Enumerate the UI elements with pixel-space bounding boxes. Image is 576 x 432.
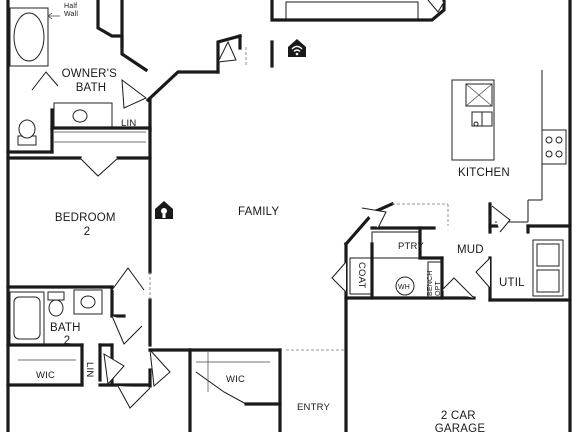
top-cabinets xyxy=(285,1,419,20)
kitchen-label: KITCHEN xyxy=(458,167,510,179)
washer-dryer xyxy=(532,239,564,297)
bath2-toilet xyxy=(47,291,65,317)
kitchen-counter xyxy=(495,70,567,223)
owners-bath-label: OWNER'S BATH xyxy=(62,68,121,94)
family-label: FAMILY xyxy=(238,206,279,218)
kitchen-island xyxy=(451,79,495,161)
owners-bath-vanity xyxy=(53,102,113,129)
bath2-vanity xyxy=(73,289,103,315)
wic-center-label: WIC xyxy=(226,374,245,385)
room-labels: Half Wall OWNER'S BATH LIN BEDROOM 2 BAT… xyxy=(36,3,525,432)
coat-label: COAT xyxy=(356,262,367,288)
bedroom2-label: BEDROOM 2 xyxy=(55,212,119,238)
util-label: UTIL xyxy=(499,277,525,289)
entry-label: ENTRY xyxy=(297,402,330,413)
garage-label: 2 CAR GARAGE xyxy=(435,410,486,432)
water-heater xyxy=(395,276,415,296)
bath2-label: BATH 2 xyxy=(50,322,84,347)
closet-shelves xyxy=(18,131,270,392)
ptry-label: PTRY xyxy=(398,241,424,252)
owners-bath-toilet xyxy=(17,119,37,146)
half-wall-label: Half Wall xyxy=(64,3,79,18)
openings xyxy=(149,47,449,351)
lin-lower-label: LIN xyxy=(84,362,95,377)
bath2-tub xyxy=(9,291,45,345)
owners-bath-tub xyxy=(9,7,49,67)
wh-label: WH xyxy=(398,284,410,291)
half-wall-arrow xyxy=(47,12,60,20)
smart-home-icon xyxy=(155,201,173,219)
lin-upper-label: LIN xyxy=(121,118,136,129)
mud-label: MUD xyxy=(457,244,484,256)
wifi-home-icon xyxy=(288,39,306,57)
walls xyxy=(6,0,572,432)
opt-bench-label: OPT BENCH xyxy=(427,270,442,296)
wic-left-label: WIC xyxy=(36,370,55,381)
doors xyxy=(31,0,511,409)
